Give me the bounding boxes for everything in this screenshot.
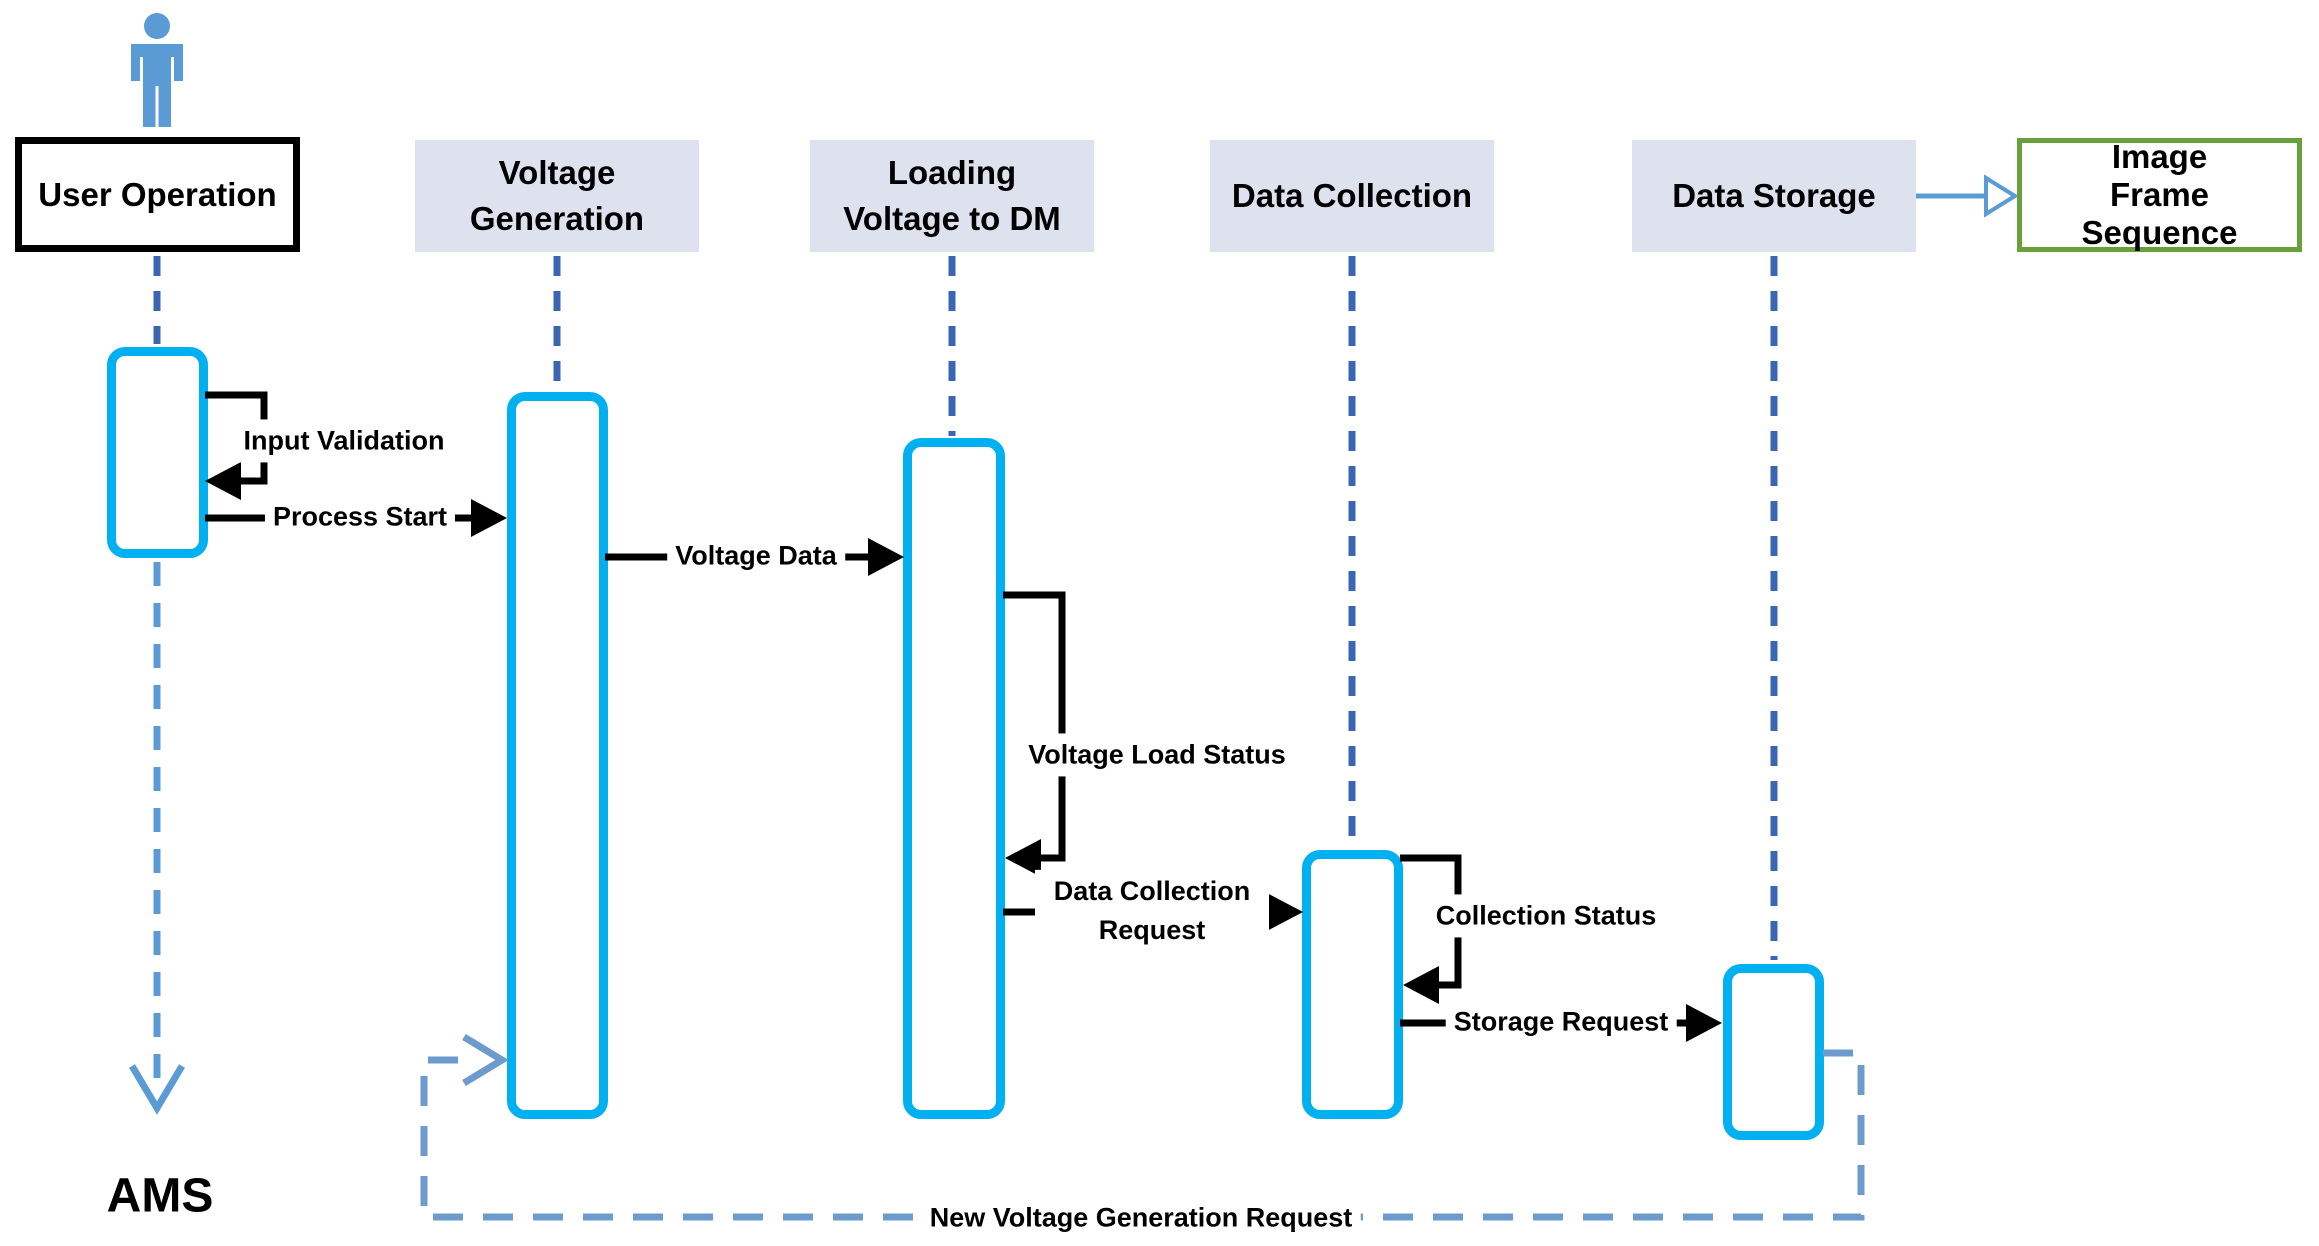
participant-label: Voltage Generation bbox=[469, 154, 645, 237]
participant-label: Data Collection bbox=[1231, 177, 1473, 215]
arrowhead-input-validation-icon bbox=[205, 462, 241, 500]
participant-data-storage: Data Storage bbox=[1632, 140, 1916, 252]
participant-data-collection: Data Collection bbox=[1210, 140, 1494, 252]
message-label-voltage-data: Voltage Data bbox=[667, 534, 845, 578]
arrowhead-data-collection-request-icon bbox=[1267, 893, 1303, 931]
participant-label: Image Frame Sequence bbox=[2081, 138, 2238, 251]
participant-label: User Operation bbox=[38, 175, 277, 213]
return-open-arrowhead-icon bbox=[462, 1034, 509, 1086]
arrowhead-storage-request-icon bbox=[1686, 1004, 1722, 1042]
return-path-new-voltage-generation bbox=[420, 1034, 1865, 1221]
participant-label: Loading Voltage to DM bbox=[843, 154, 1061, 237]
arrowhead-collection-status-icon bbox=[1403, 966, 1439, 1004]
participant-loading-voltage-to-dm: Loading Voltage to DM bbox=[810, 140, 1094, 252]
return-path-shaft bbox=[420, 1049, 1865, 1221]
self-loop-voltage-load-status bbox=[1003, 591, 1066, 862]
participant-voltage-generation: Voltage Generation bbox=[415, 140, 699, 252]
arrowhead-process-start-icon bbox=[471, 499, 507, 537]
ams-arrowhead-icon bbox=[128, 1064, 186, 1115]
activation-data-collection bbox=[1302, 850, 1403, 1119]
activation-loading-voltage-to-dm bbox=[903, 438, 1005, 1119]
message-label-collection-status: Collection Status bbox=[1427, 894, 1665, 938]
ams-arrow bbox=[128, 562, 186, 1115]
participant-user-operation: User Operation bbox=[15, 137, 300, 252]
message-label-process-start: Process Start bbox=[264, 495, 456, 539]
message-label-voltage-load-status: Voltage Load Status bbox=[1020, 733, 1294, 777]
ams-label: AMS bbox=[106, 1169, 214, 1223]
message-label-data-collection-request: Data Collection Request bbox=[1035, 869, 1269, 953]
participant-image-frame-sequence: Image Frame Sequence bbox=[2017, 138, 2302, 252]
activation-user-operation bbox=[107, 347, 208, 558]
arrow-to-image-frame-sequence bbox=[1913, 174, 2019, 218]
activation-data-storage bbox=[1723, 964, 1824, 1140]
message-label-input-validation: Input Validation bbox=[235, 419, 453, 463]
message-label-new-voltage-generation-request: New Voltage Generation Request bbox=[921, 1196, 1361, 1240]
activation-voltage-generation bbox=[507, 392, 608, 1119]
message-label-storage-request: Storage Request bbox=[1445, 1000, 1677, 1044]
image-frame-open-arrowhead-icon bbox=[1984, 174, 2019, 218]
arrowhead-voltage-data-icon bbox=[868, 538, 904, 576]
user-actor-icon bbox=[131, 13, 183, 127]
participant-label: Data Storage bbox=[1672, 177, 1876, 215]
